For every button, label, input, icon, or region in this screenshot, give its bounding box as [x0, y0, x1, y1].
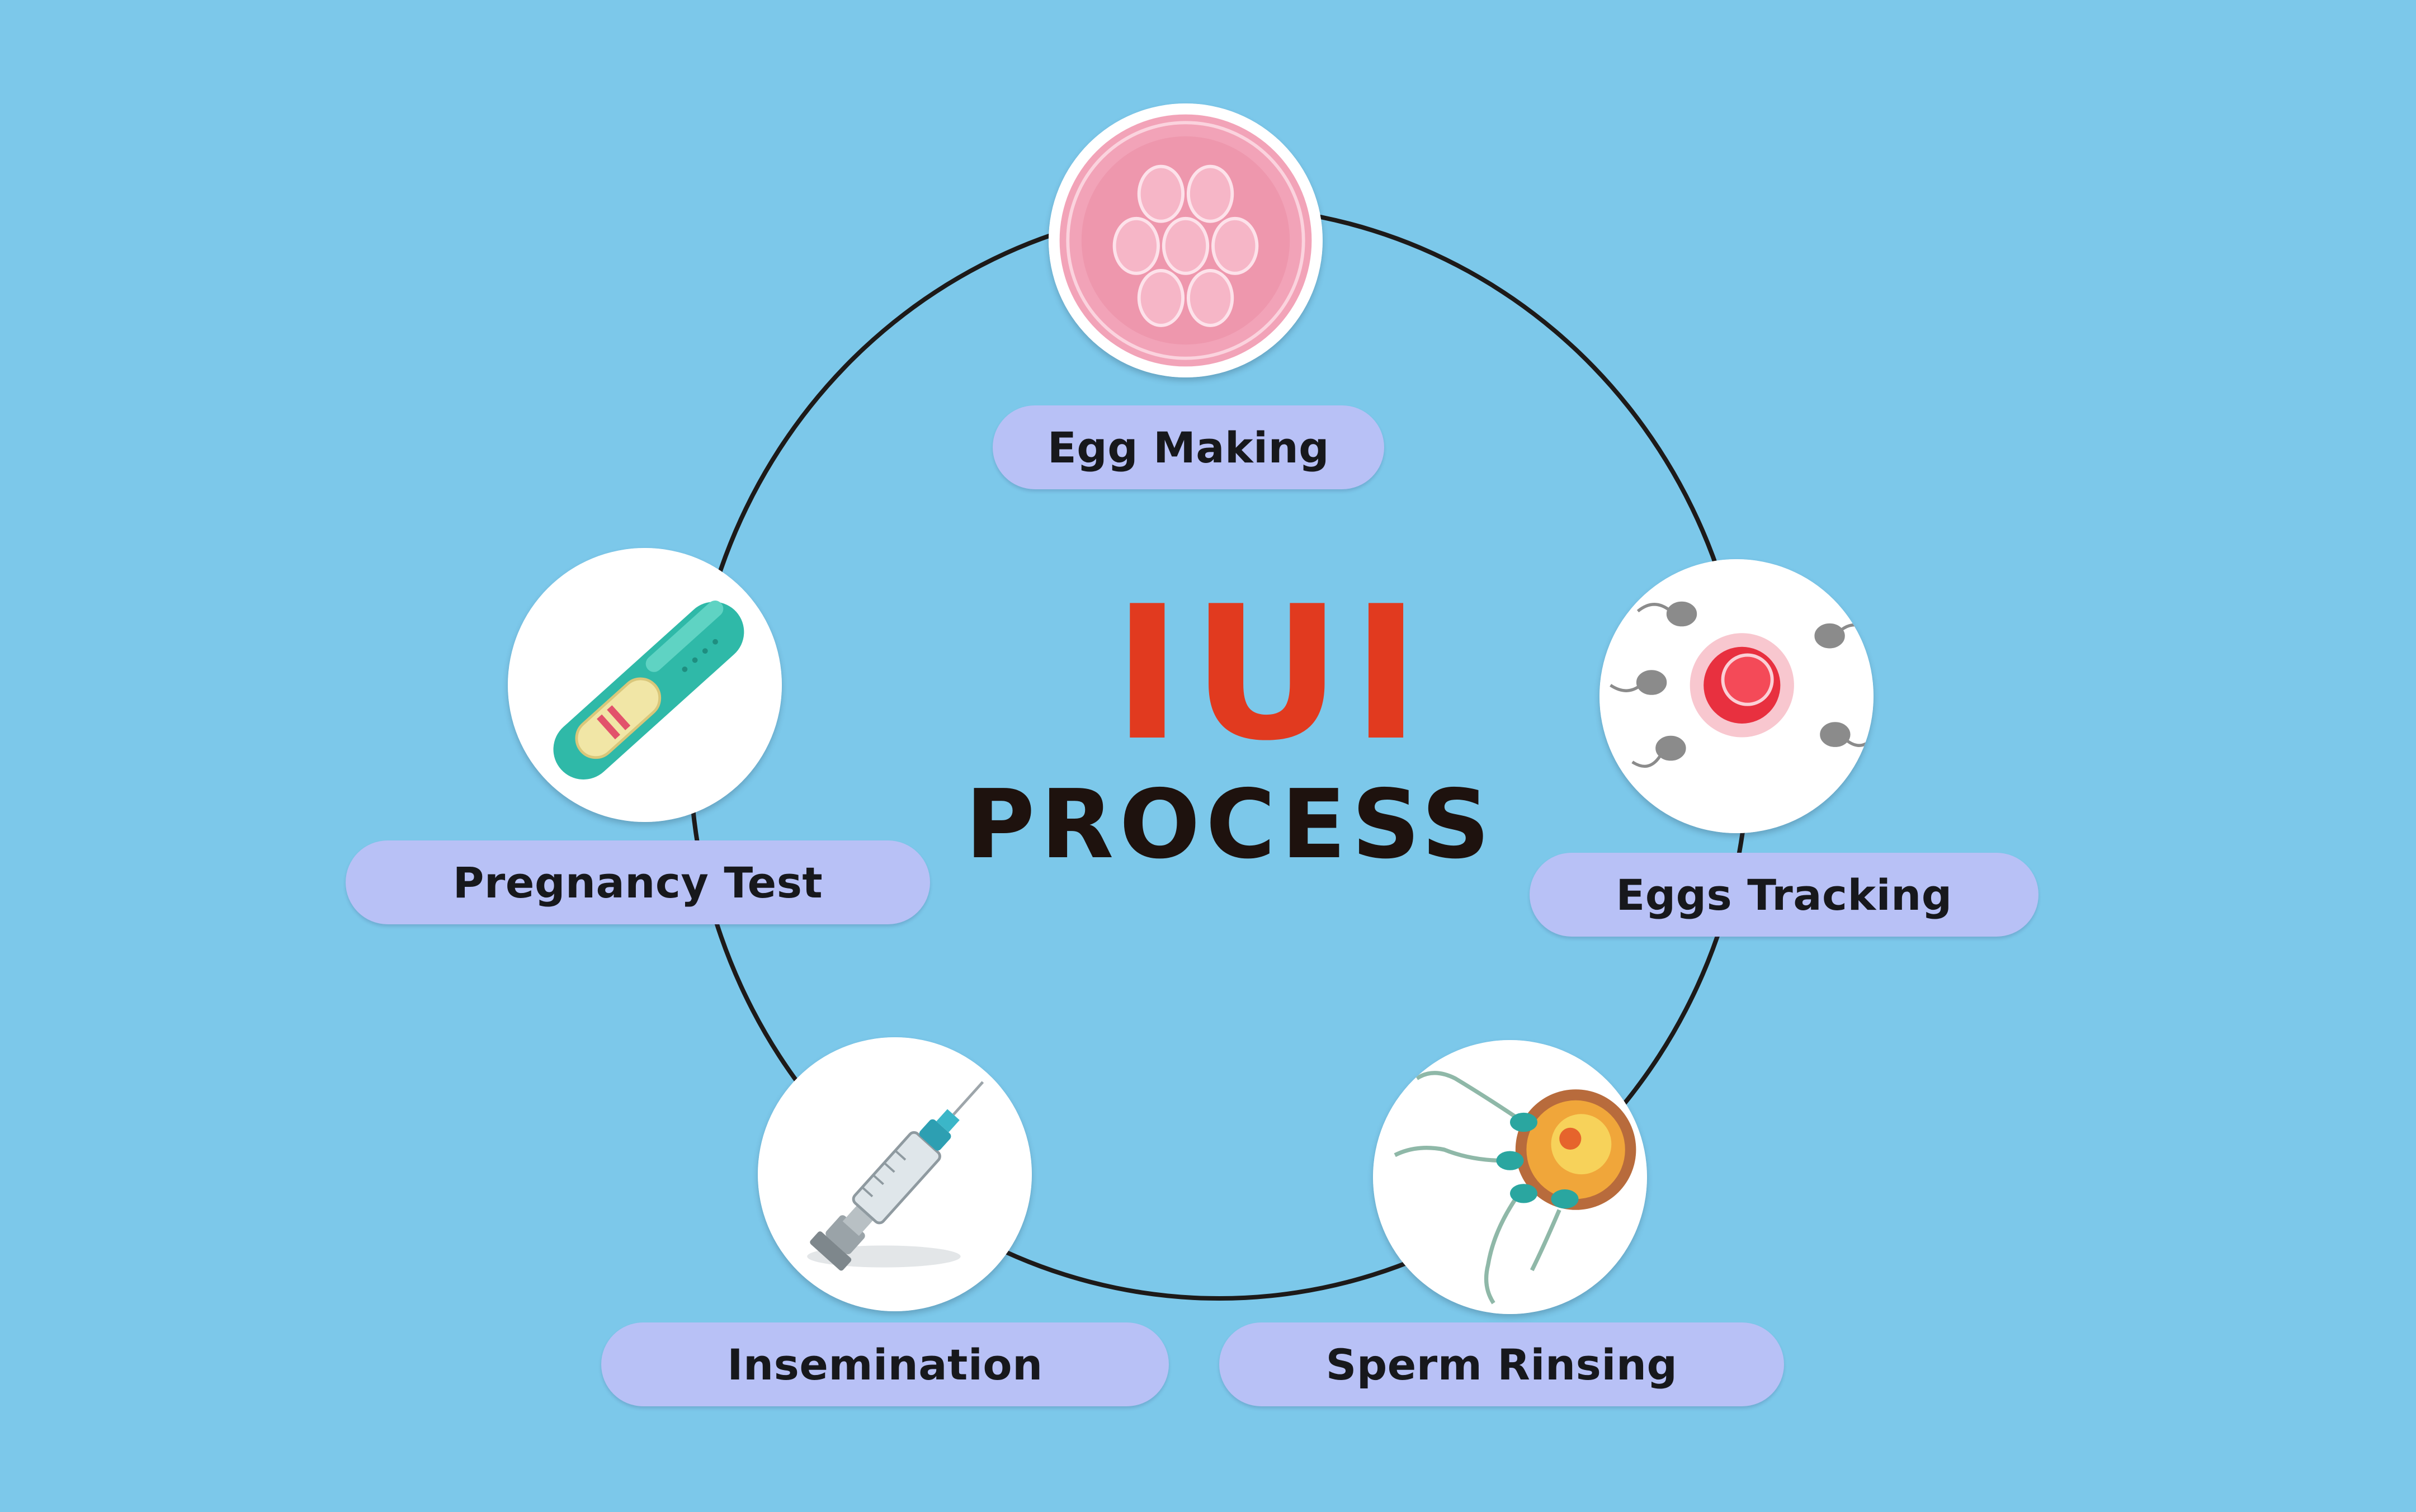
step-label-egg-making: Egg Making: [993, 405, 1384, 489]
step-label-sperm-rinsing: Sperm Rinsing: [1219, 1322, 1784, 1406]
fertilization-icon: [1373, 1040, 1647, 1314]
step-label-insemination: Insemination: [601, 1322, 1169, 1406]
syringe-icon: [758, 1037, 1032, 1311]
step-label-eggs-tracking: Eggs Tracking: [1530, 853, 2038, 937]
pregnancy-test-icon: [508, 548, 782, 822]
egg-sperm-icon: [1599, 559, 1874, 833]
egg-cells-icon: [1049, 103, 1323, 377]
diagram-subtitle: PROCESS: [965, 769, 1496, 880]
step-label-pregnancy-test: Pregnancy Test: [346, 840, 930, 924]
diagram-title: IUI: [1113, 566, 1431, 781]
